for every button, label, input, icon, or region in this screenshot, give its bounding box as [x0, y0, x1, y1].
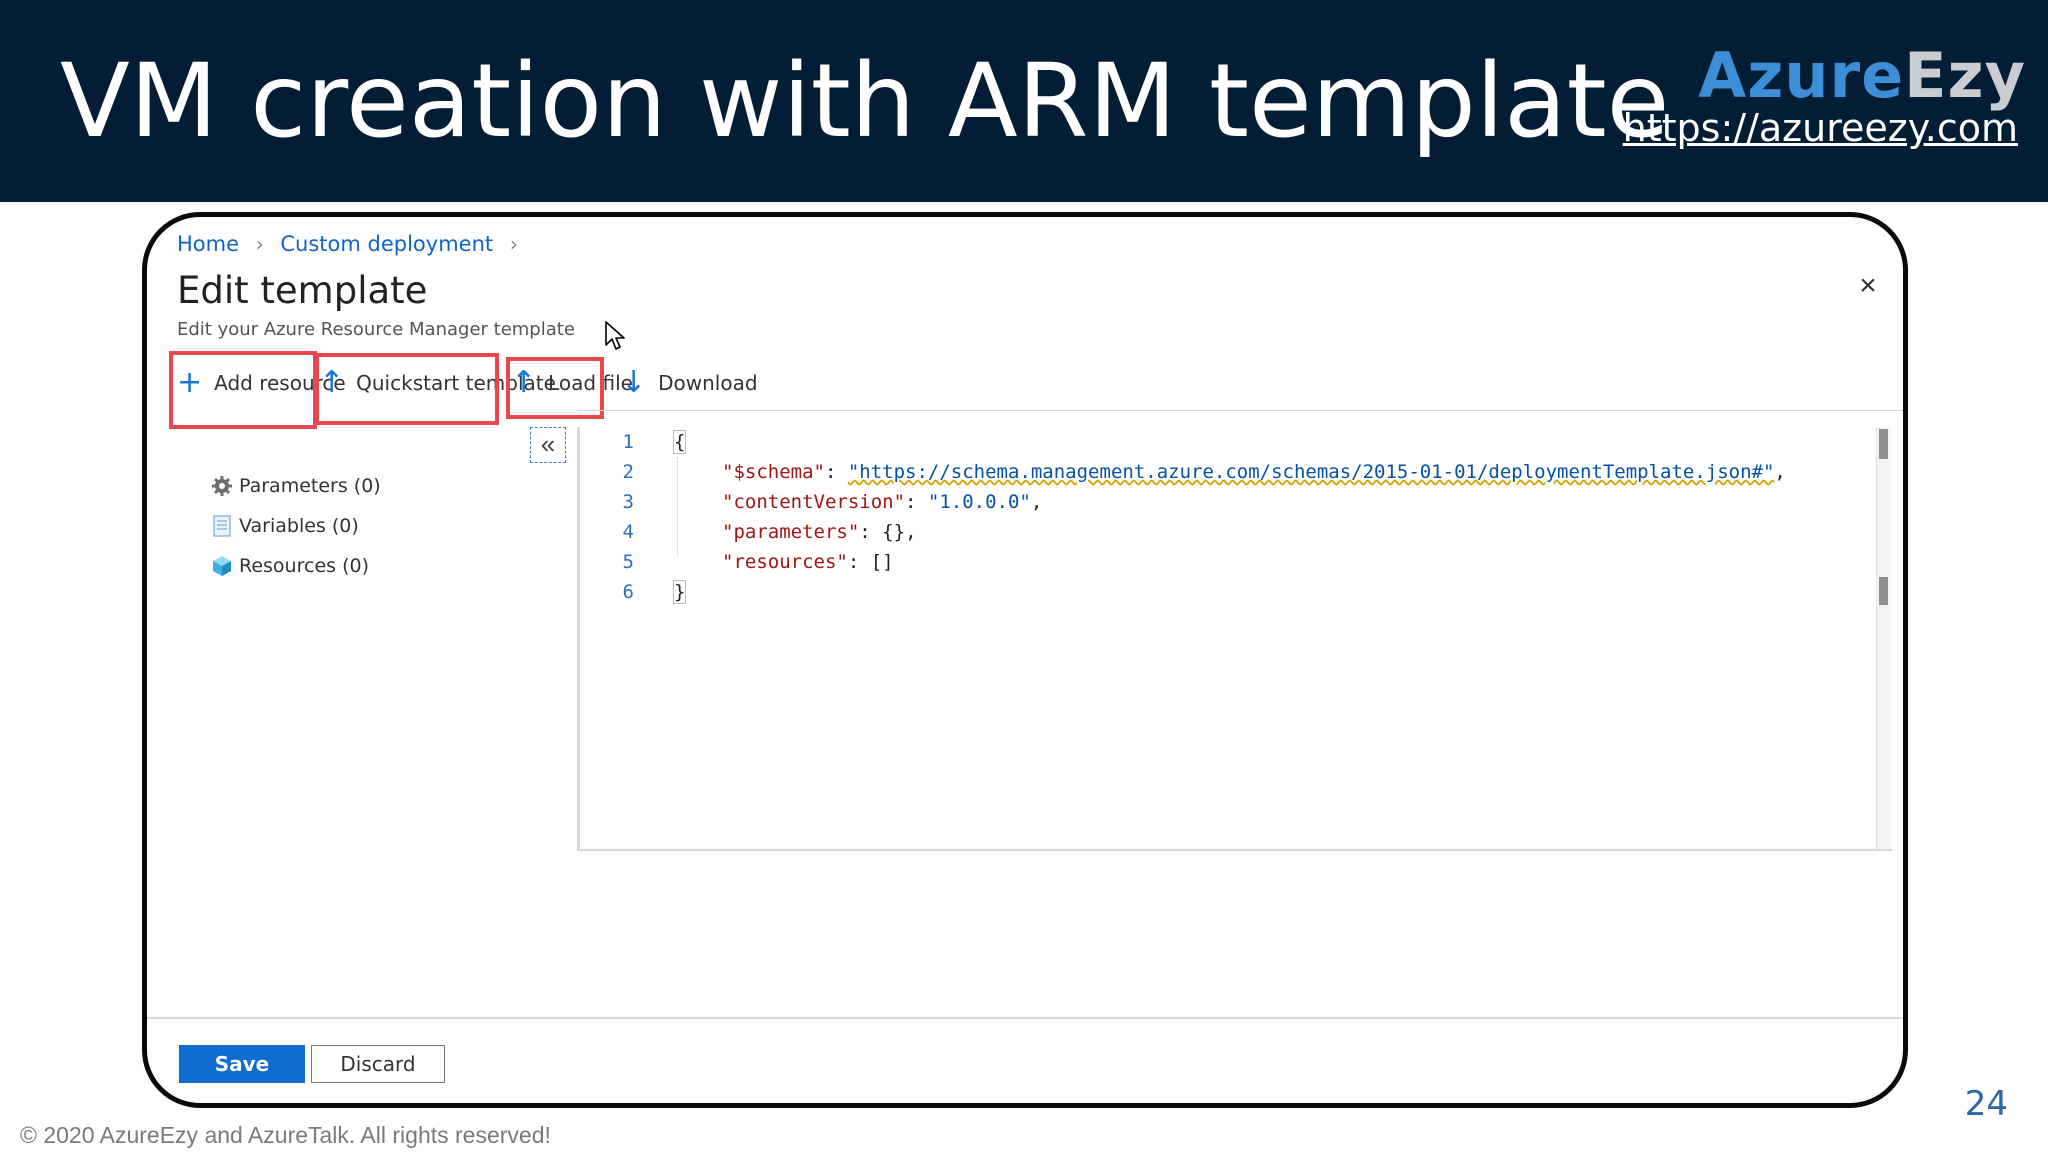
- breadcrumb-home[interactable]: Home: [177, 232, 240, 256]
- tree-item-parameters[interactable]: Parameters (0): [211, 475, 381, 497]
- download-arrow-icon: ↓: [621, 365, 647, 400]
- cube-icon: [213, 556, 231, 576]
- breadcrumb-custom-deployment[interactable]: Custom deployment: [280, 232, 494, 256]
- scrollbar-thumb[interactable]: [1879, 577, 1888, 605]
- schema-url-link[interactable]: "https://schema.management.azure.com/sch…: [847, 461, 1775, 483]
- tree-item-variables[interactable]: Variables (0): [211, 515, 359, 537]
- code-line: 3 "contentVersion": "1.0.0.0",: [580, 487, 1043, 517]
- download-label: Download: [658, 371, 758, 395]
- line-number: 4: [622, 521, 634, 543]
- editor-scrollbar[interactable]: [1876, 427, 1891, 849]
- toolbar-divider: [577, 410, 1903, 411]
- code-editor[interactable]: 1 { 2 "$schema": "https://schema.managem…: [577, 427, 1892, 851]
- load-file-button[interactable]: ↑ Load file: [511, 363, 633, 403]
- code-line: 2 "$schema": "https://schema.management.…: [580, 457, 1786, 487]
- overview-ruler-warning-marker: [1905, 463, 1908, 487]
- code-line: 6 }: [580, 577, 687, 607]
- add-resource-button[interactable]: + Add resource: [177, 363, 346, 403]
- portal-frame: Home › Custom deployment › Edit template…: [142, 212, 1908, 1108]
- slide-header: VM creation with ARM template AzureEzy h…: [0, 0, 2048, 202]
- line-number: 2: [622, 461, 634, 483]
- code-line: 1 {: [580, 427, 687, 457]
- line-number: 3: [622, 491, 634, 513]
- indent-guide: [677, 457, 679, 557]
- document-icon: [213, 515, 231, 537]
- scrollbar-thumb[interactable]: [1879, 429, 1888, 459]
- footer-divider: [147, 1017, 1903, 1019]
- upload-arrow-icon: ↑: [319, 365, 345, 400]
- load-file-label: Load file: [548, 371, 633, 395]
- tree-item-label: Variables (0): [239, 515, 359, 537]
- plus-icon: +: [177, 365, 203, 400]
- brand-logo: AzureEzy: [1698, 39, 2026, 112]
- brand-url-link[interactable]: https://azureezy.com: [1622, 106, 2018, 150]
- blade-title: Edit template: [177, 269, 428, 312]
- add-resource-label: Add resource: [214, 371, 346, 395]
- tree-item-label: Parameters (0): [239, 475, 381, 497]
- blade-subtitle: Edit your Azure Resource Manager templat…: [177, 319, 575, 340]
- line-number: 1: [622, 431, 634, 453]
- gear-icon: [212, 476, 232, 496]
- breadcrumb: Home › Custom deployment ›: [177, 231, 528, 256]
- collapse-pane-icon[interactable]: «: [530, 427, 566, 463]
- discard-button[interactable]: Discard: [311, 1045, 445, 1083]
- mouse-cursor-icon: [605, 321, 625, 350]
- download-button[interactable]: ↓ Download: [621, 363, 758, 403]
- tree-item-resources[interactable]: Resources (0): [211, 555, 369, 577]
- line-number: 6: [622, 581, 634, 603]
- brand: AzureEzy https://azureezy.com: [1606, 40, 2026, 160]
- line-number: 5: [622, 551, 634, 573]
- page-number: 24: [1964, 1084, 2008, 1124]
- slide-title: VM creation with ARM template: [60, 42, 1670, 161]
- quickstart-template-button[interactable]: ↑ Quickstart template: [319, 363, 556, 403]
- tree-item-label: Resources (0): [239, 555, 369, 577]
- upload-arrow-icon: ↑: [511, 365, 537, 400]
- quickstart-template-label: Quickstart template: [356, 371, 556, 395]
- chevron-right-icon: ›: [509, 232, 518, 256]
- code-line: 5 "resources": []: [580, 547, 894, 577]
- close-icon[interactable]: ×: [1859, 269, 1877, 302]
- code-line: 4 "parameters": {},: [580, 517, 917, 547]
- save-button[interactable]: Save: [179, 1045, 305, 1083]
- copyright-text: © 2020 AzureEzy and AzureTalk. All right…: [20, 1122, 551, 1148]
- chevron-right-icon: ›: [255, 232, 264, 256]
